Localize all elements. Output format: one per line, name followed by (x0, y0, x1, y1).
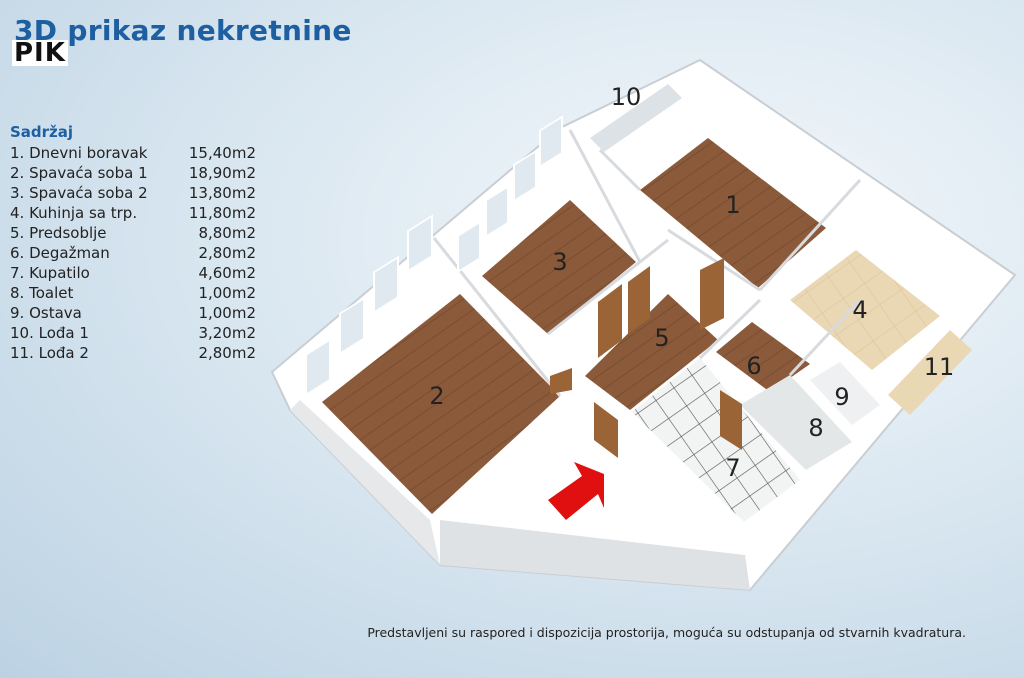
windows (305, 115, 563, 397)
room-area: 18,90m2 (188, 164, 256, 182)
room-3-floor (482, 200, 636, 334)
room-list-item: 7. Kupatilo 4,60m2 (10, 263, 260, 283)
room-list-item: 11. Lođa 2 2,80m2 (10, 343, 260, 363)
room-area: 11,80m2 (188, 204, 256, 222)
room-1-floor (640, 138, 826, 288)
room-7-floor (632, 358, 800, 522)
room-label-11: 11 (924, 353, 955, 381)
room-label-8: 8 (808, 414, 823, 442)
room-list-item: 1. Dnevni boravak 15,40m2 (10, 143, 260, 163)
room-name: 3. Spavaća soba 2 (10, 184, 148, 202)
room-2-floor (322, 294, 560, 514)
room-label-2: 2 (429, 382, 444, 410)
room-list-item: 2. Spavaća soba 1 18,90m2 (10, 163, 260, 183)
room-label-6: 6 (746, 352, 761, 380)
room-list-item: 5. Predsoblje 8,80m2 (10, 223, 260, 243)
contents-heading: Sadržaj (10, 123, 74, 141)
room-11-floor (888, 330, 972, 415)
room-area: 3,20m2 (198, 324, 256, 342)
room-name: 8. Toalet (10, 284, 74, 302)
disclaimer-text: Predstavljeni su raspored i dispozicija … (367, 625, 966, 640)
room-list-item: 8. Toalet 1,00m2 (10, 283, 260, 303)
room-6-floor (716, 322, 810, 392)
room-area: 1,00m2 (198, 304, 256, 322)
room-area: 1,00m2 (198, 284, 256, 302)
room-list-item: 10. Lođa 1 3,20m2 (10, 323, 260, 343)
room-8-floor (740, 375, 852, 470)
room-name: 10. Lođa 1 (10, 324, 89, 342)
room-list-item: 9. Ostava 1,00m2 (10, 303, 260, 323)
room-name: 5. Predsoblje (10, 224, 107, 242)
room-name: 9. Ostava (10, 304, 82, 322)
page-title: 3D prikaz nekretnine (14, 14, 352, 47)
logo: PIK (12, 38, 68, 68)
room-name: 1. Dnevni boravak (10, 144, 148, 162)
room-label-7: 7 (725, 454, 740, 482)
interior-walls (432, 129, 862, 397)
room-list-item: 3. Spavaća soba 2 13,80m2 (10, 183, 260, 203)
room-label-5: 5 (654, 324, 669, 352)
room-10-floor (590, 84, 682, 152)
entrance-arrow-icon (548, 462, 604, 520)
room-area: 15,40m2 (188, 144, 256, 162)
room-name: 6. Degažman (10, 244, 110, 262)
room-name: 4. Kuhinja sa trp. (10, 204, 138, 222)
room-area: 13,80m2 (188, 184, 256, 202)
room-area: 2,80m2 (198, 244, 256, 262)
room-name: 7. Kupatilo (10, 264, 90, 282)
room-name: 2. Spavaća soba 1 (10, 164, 148, 182)
room-area: 4,60m2 (198, 264, 256, 282)
room-5-floor (585, 294, 718, 410)
room-label-1: 1 (725, 191, 740, 219)
room-4-floor (790, 250, 940, 370)
room-label-4: 4 (852, 296, 867, 324)
room-9-floor (810, 362, 880, 425)
room-area: 8,80m2 (198, 224, 256, 242)
room-name: 11. Lođa 2 (10, 344, 89, 362)
room-label-9: 9 (834, 383, 849, 411)
room-area: 2,80m2 (198, 344, 256, 362)
room-list-item: 6. Degažman 2,80m2 (10, 243, 260, 263)
room-label-10: 10 (611, 83, 642, 111)
doors (550, 258, 742, 458)
room-list-item: 4. Kuhinja sa trp. 11,80m2 (10, 203, 260, 223)
room-label-3: 3 (552, 248, 567, 276)
